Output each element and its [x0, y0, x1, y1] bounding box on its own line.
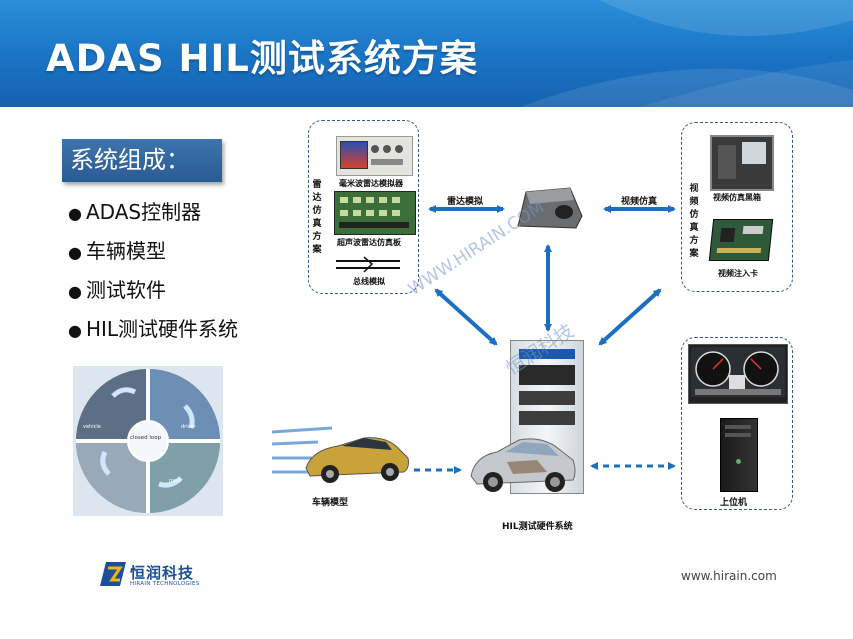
bus-signal-icon	[336, 256, 400, 273]
header-banner: ADAS HIL测试系统方案	[0, 0, 853, 107]
vehicle-model-image	[271, 418, 412, 488]
video-panel-side-label: 视频仿真方案	[689, 184, 699, 259]
host-tower	[720, 418, 758, 492]
footer-url[interactable]: www.hirain.com	[681, 569, 777, 583]
video-black-box	[710, 135, 774, 191]
mmwave-radar-device	[336, 136, 413, 176]
logo-en-text: HIRAIN TECHNOLOGIES	[130, 581, 200, 587]
mmwave-radar-label: 毫米波雷达模拟器	[339, 179, 403, 188]
list-item: ●测试软件	[68, 278, 166, 302]
host-pc-panel: 上位机	[681, 337, 793, 510]
radar-simulation-panel: 雷达仿真方案 毫米波雷达模拟器 超声波雷达仿真板 总线模拟	[308, 120, 419, 294]
radar-camera-module	[512, 186, 584, 232]
host-pc-label: 上位机	[720, 498, 748, 508]
logo-cn-text: 恒润科技	[130, 564, 195, 582]
host-monitor	[688, 344, 788, 404]
list-item: ●ADAS控制器	[68, 200, 202, 224]
list-item: ●车辆模型	[68, 239, 166, 263]
page-title: ADAS HIL测试系统方案	[46, 37, 478, 80]
component-list: ●ADAS控制器 ●车辆模型 ●测试软件 ●HIL测试硬件系统	[68, 198, 238, 354]
hirain-logo-icon	[100, 562, 126, 586]
video-simulation-panel: 视频仿真方案 视频仿真黑箱 视频注入卡	[681, 122, 793, 292]
closed-loop-image: closed loop driver vehicle road	[73, 366, 223, 516]
ultrasonic-board-label: 超声波雷达仿真板	[337, 238, 401, 247]
hil-car-cutaway	[467, 432, 579, 494]
loop-driver-label: driver	[181, 424, 196, 430]
header-wave-decoration	[520, 0, 853, 107]
loop-center-label: closed loop	[130, 435, 162, 441]
video-arrow-label: 视频仿真	[621, 197, 658, 207]
vehicle-model-label: 车辆模型	[312, 498, 349, 508]
ultrasonic-board	[334, 191, 416, 235]
hil-system-label: HIL测试硬件系统	[502, 522, 573, 532]
radar-arrow-label: 雷达模拟	[447, 197, 484, 207]
list-item: ●HIL测试硬件系统	[68, 317, 239, 341]
video-black-box-label: 视频仿真黑箱	[713, 193, 761, 202]
section-heading: 系统组成：	[62, 139, 222, 182]
video-injection-card-label: 视频注入卡	[718, 269, 758, 278]
bus-simulation-label: 总线模拟	[353, 277, 385, 286]
loop-vehicle-label: vehicle	[83, 424, 101, 430]
loop-road-label: road	[169, 478, 181, 484]
radar-panel-side-label: 雷达仿真方案	[312, 180, 322, 255]
